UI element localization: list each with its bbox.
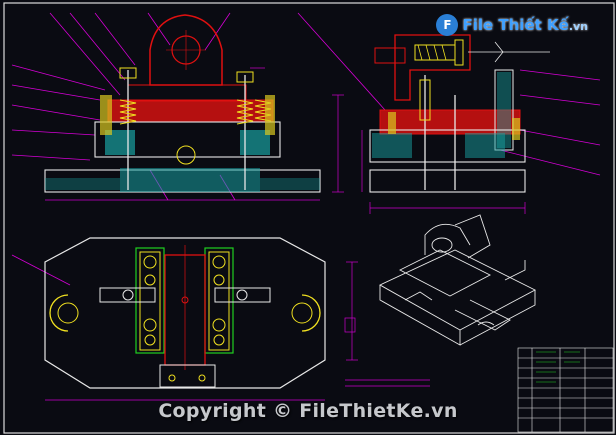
logo-brand-text: File Thiết Kế.vn [462,16,588,34]
logo-tld: .vn [568,20,588,33]
side-view [297,12,601,214]
top-view [11,237,430,401]
drawing-frame [3,2,615,434]
copyright-watermark: Copyright © FileThietKe.vn [158,400,458,422]
file-thiet-ke-logo-icon: F [436,14,459,36]
title-block [517,347,614,433]
file-thiet-ke-logo: F File Thiết Kế.vn [436,14,588,36]
isometric-view [379,214,536,346]
front-view [11,12,344,201]
logo-brand: File Thiết Kế [462,16,569,34]
